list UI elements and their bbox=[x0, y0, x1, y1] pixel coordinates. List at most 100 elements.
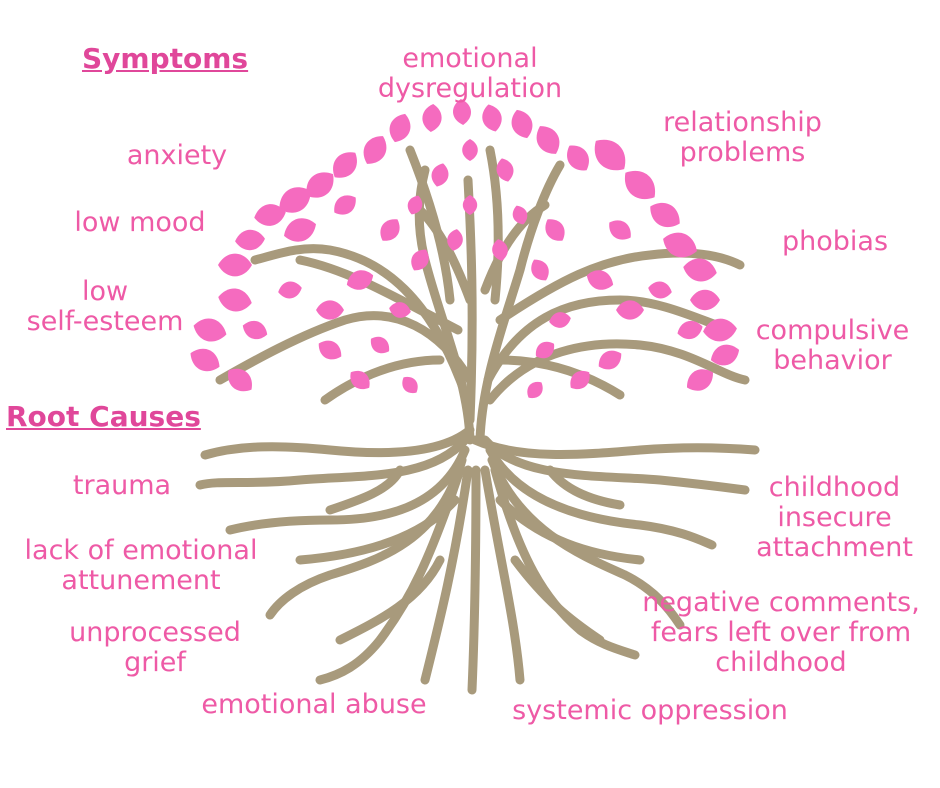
leaf bbox=[616, 300, 644, 320]
root bbox=[295, 495, 460, 565]
leaf bbox=[411, 249, 429, 271]
root bbox=[470, 435, 760, 459]
branch bbox=[480, 200, 550, 295]
branch bbox=[485, 339, 750, 405]
leaf bbox=[278, 281, 302, 299]
root bbox=[480, 435, 750, 495]
leaf bbox=[334, 195, 356, 215]
root bbox=[195, 435, 470, 490]
root bbox=[335, 555, 445, 645]
leaf bbox=[462, 139, 478, 161]
leaf bbox=[710, 344, 740, 366]
leaf bbox=[350, 370, 370, 390]
leaf bbox=[370, 336, 390, 354]
root bbox=[325, 465, 405, 515]
root bbox=[485, 445, 717, 550]
branch bbox=[495, 248, 745, 325]
leaf bbox=[190, 348, 220, 372]
leaf bbox=[363, 136, 387, 164]
branch bbox=[250, 244, 467, 390]
symptom-anxiety: anxiety bbox=[126, 140, 228, 171]
leaf bbox=[598, 350, 622, 370]
symptom-low-mood: low mood bbox=[74, 207, 206, 238]
root bbox=[510, 555, 605, 645]
leaf bbox=[316, 300, 344, 320]
branch bbox=[483, 295, 735, 385]
leaf bbox=[527, 381, 543, 399]
leaf bbox=[279, 187, 311, 213]
leaf bbox=[254, 204, 286, 226]
cause-emotional-abuse: emotional abuse bbox=[201, 689, 427, 720]
leaf bbox=[482, 104, 502, 132]
leaf bbox=[284, 218, 316, 242]
leaf bbox=[594, 139, 626, 171]
branch bbox=[295, 255, 463, 335]
cause-trauma: trauma bbox=[72, 470, 172, 501]
leaf bbox=[677, 320, 703, 340]
leaf bbox=[228, 368, 252, 392]
root bbox=[265, 455, 467, 620]
leaf bbox=[512, 205, 528, 225]
root bbox=[487, 455, 685, 630]
branch bbox=[414, 165, 475, 445]
leaf bbox=[570, 370, 590, 390]
leaf bbox=[333, 152, 357, 178]
tree-roots bbox=[195, 425, 760, 695]
branch bbox=[215, 311, 475, 385]
root-causes-heading: Root Causes bbox=[6, 400, 201, 433]
leaf bbox=[703, 318, 737, 342]
leaf bbox=[690, 289, 720, 311]
leaf bbox=[663, 232, 697, 258]
leaf bbox=[511, 109, 533, 139]
leaf bbox=[431, 163, 449, 187]
leaf bbox=[624, 171, 656, 199]
leaf bbox=[346, 270, 374, 290]
leaf bbox=[447, 229, 463, 251]
leaf bbox=[586, 270, 614, 290]
leaf bbox=[407, 195, 423, 215]
root bbox=[495, 495, 645, 565]
leaf bbox=[389, 113, 411, 143]
leaf bbox=[422, 104, 442, 132]
root bbox=[480, 465, 525, 685]
leaf bbox=[318, 340, 342, 360]
root bbox=[420, 465, 473, 685]
leaf bbox=[380, 219, 400, 241]
leaf bbox=[218, 253, 252, 277]
leaf bbox=[536, 126, 560, 154]
leaf bbox=[496, 158, 514, 182]
leaf bbox=[535, 341, 555, 359]
leaf bbox=[218, 288, 252, 312]
leaf bbox=[492, 239, 508, 261]
root bbox=[200, 425, 475, 460]
root bbox=[545, 465, 625, 510]
leaf bbox=[687, 369, 713, 391]
branch bbox=[475, 160, 565, 445]
root bbox=[225, 445, 470, 535]
branch bbox=[495, 355, 625, 400]
leaf bbox=[648, 281, 672, 299]
leaf bbox=[235, 229, 265, 251]
leaf bbox=[453, 99, 471, 125]
symptom-phobias: phobias bbox=[781, 226, 889, 257]
leaf bbox=[549, 312, 571, 328]
leaf bbox=[389, 302, 411, 318]
leaf bbox=[242, 320, 268, 340]
leaf bbox=[545, 219, 565, 241]
branch bbox=[485, 145, 503, 305]
branch bbox=[415, 205, 475, 305]
root bbox=[315, 465, 465, 685]
leaf bbox=[306, 172, 334, 198]
symptoms-heading: Symptoms bbox=[82, 42, 249, 75]
branch bbox=[320, 355, 445, 405]
leaf bbox=[402, 376, 418, 394]
